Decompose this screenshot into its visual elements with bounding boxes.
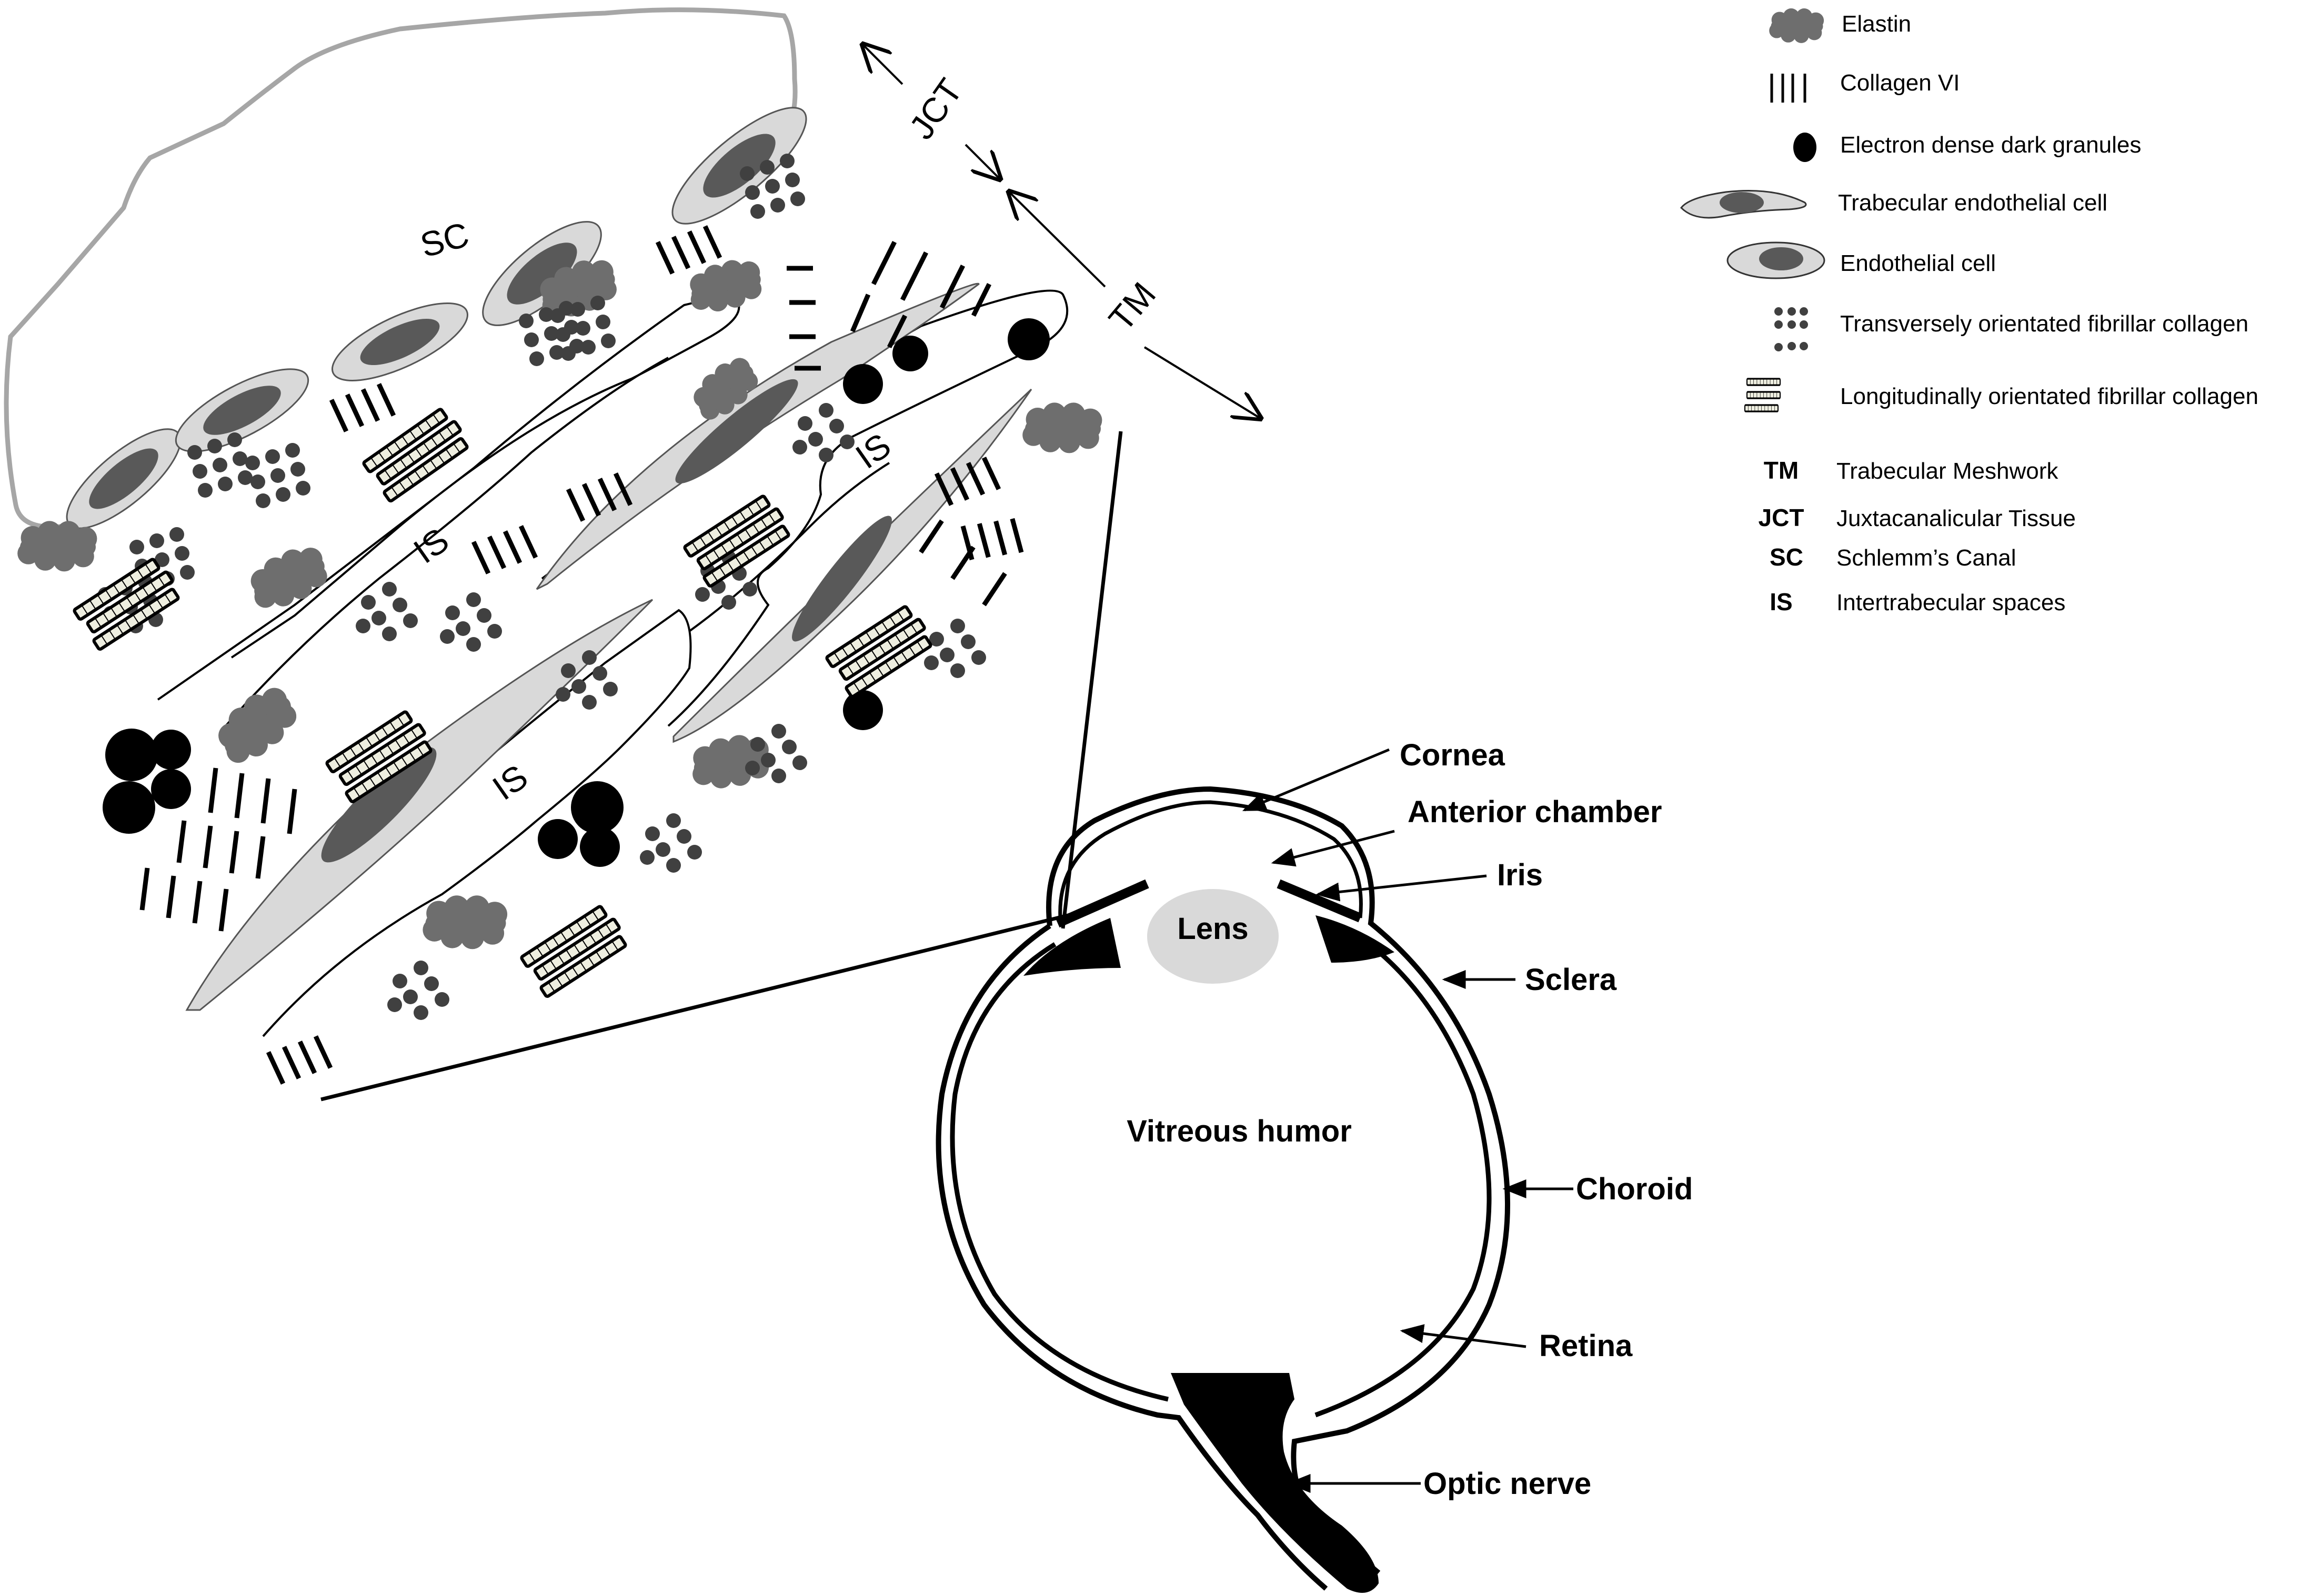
- ciliary-body-left: [1023, 918, 1121, 976]
- label-choroid: Choroid: [1576, 1172, 1693, 1206]
- sc-endothelial-cells: [66, 107, 807, 529]
- svg-text:Longitudinally orientated fibr: Longitudinally orientated fibrillar coll…: [1840, 383, 2258, 409]
- label-tm: TM: [1101, 275, 1163, 338]
- legend-item-trabecular-endothelial-cell: Trabecular endothelial cell: [1680, 190, 2107, 219]
- schlemms-canal-outline: [4, 7, 798, 530]
- svg-text:Electron dense dark granules: Electron dense dark granules: [1840, 132, 2141, 158]
- legend-abbr-tm: TM Trabecular Meshwork: [1764, 457, 2059, 484]
- label-cornea: Cornea: [1400, 738, 1505, 772]
- svg-text:Transversely orientated fibril: Transversely orientated fibrillar collag…: [1840, 311, 2248, 337]
- svg-text:Trabecular Meshwork: Trabecular Meshwork: [1836, 458, 2058, 484]
- legend-abbr-sc: SC Schlemm’s Canal: [1770, 543, 2016, 571]
- legend-item-longitudinal-collagen: Longitudinally orientated fibrillar coll…: [1744, 378, 2258, 412]
- trabecular-cells: [185, 282, 1032, 1011]
- jct-arrow-down: [965, 144, 1000, 179]
- label-anterior-chamber: Anterior chamber: [1408, 795, 1662, 829]
- trabecular-meshwork-diagram: SC JCT TM IS IS IS: [4, 7, 1260, 1102]
- trabecular-beam-1: [157, 297, 740, 701]
- svg-text:SC: SC: [1770, 543, 1803, 571]
- label-vitreous-humor: Vitreous humor: [1127, 1114, 1352, 1148]
- elastin-icon: [1769, 8, 1824, 43]
- legend-item-elastin: Elastin: [1769, 8, 1911, 43]
- trabecular-beam-3: [262, 609, 692, 1037]
- transverse-collagen-icon: [1774, 307, 1808, 351]
- tm-arrow-up: [1009, 192, 1106, 288]
- label-is-2: IS: [848, 426, 898, 476]
- svg-text:Juxtacanalicular Tissue: Juxtacanalicular Tissue: [1836, 506, 2076, 531]
- label-iris: Iris: [1497, 858, 1543, 892]
- svg-text:Elastin: Elastin: [1842, 11, 1911, 37]
- optic-nerve: [1171, 1373, 1379, 1593]
- legend-item-dark-granules: Electron dense dark granules: [1793, 132, 2141, 162]
- legend-item-endothelial-cell: Endothelial cell: [1726, 241, 1996, 279]
- label-jct: JCT: [901, 72, 970, 146]
- collagen-vi-icon: [1770, 74, 1806, 103]
- jct-arrow-up: [863, 45, 903, 85]
- svg-text:Schlemm’s Canal: Schlemm’s Canal: [1836, 545, 2016, 571]
- legend: Elastin Collagen VI Electron dense dark …: [1680, 8, 2258, 615]
- svg-text:TM: TM: [1764, 457, 1799, 484]
- trabecular-beam-4: [688, 462, 890, 632]
- magnification-line-top: [1061, 431, 1123, 929]
- cornea: [1058, 800, 1363, 918]
- svg-text:Endothelial cell: Endothelial cell: [1840, 250, 1996, 276]
- svg-text:JCT: JCT: [1759, 504, 1804, 531]
- collagen-vi-fibers: [139, 226, 1027, 1084]
- iris-right: [1277, 879, 1362, 923]
- trabecular-endothelial-cell-icon: [1680, 190, 1807, 219]
- legend-abbr-jct: JCT Juxtacanalicular Tissue: [1759, 504, 2076, 531]
- svg-text:Intertrabecular spaces: Intertrabecular spaces: [1836, 590, 2065, 615]
- label-lens: Lens: [1177, 912, 1248, 946]
- legend-item-transverse-collagen: Transversely orientated fibrillar collag…: [1774, 307, 2248, 351]
- label-retina: Retina: [1539, 1329, 1633, 1363]
- ciliary-body-right: [1315, 915, 1394, 963]
- svg-text:Collagen VI: Collagen VI: [1840, 70, 1960, 96]
- label-sclera: Sclera: [1525, 963, 1617, 997]
- choroid-retina: [950, 937, 1492, 1418]
- dark-granules: [103, 318, 1050, 867]
- endothelial-cell-icon: [1726, 241, 1825, 279]
- lens: [1147, 889, 1279, 984]
- legend-item-collagen-vi: Collagen VI: [1770, 70, 1960, 103]
- longitudinal-collagen-icon: [1744, 378, 1781, 412]
- tm-arrow-down: [1143, 346, 1260, 418]
- dark-granule-icon: [1793, 133, 1816, 162]
- magnification-line-bottom: [320, 911, 1079, 1102]
- svg-text:IS: IS: [1770, 588, 1792, 615]
- legend-abbr-is: IS Intertrabecular spaces: [1770, 588, 2065, 615]
- svg-text:Trabecular endothelial cell: Trabecular endothelial cell: [1838, 190, 2107, 216]
- label-sc: SC: [416, 215, 473, 265]
- label-is-1: IS: [406, 520, 456, 571]
- label-optic-nerve: Optic nerve: [1423, 1467, 1591, 1501]
- sclera: [1046, 786, 1510, 1575]
- eye-cross-section: Lens Vitreous humor Cornea Anterior cham…: [936, 738, 1693, 1593]
- label-is-3: IS: [485, 757, 535, 807]
- iris-left: [1056, 879, 1149, 928]
